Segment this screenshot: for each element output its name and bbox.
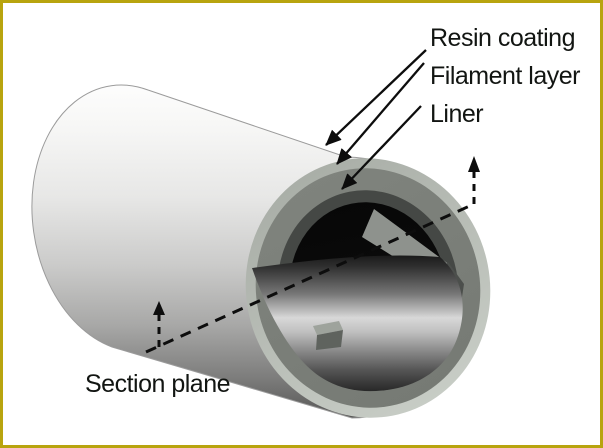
section-plane-left-arrowhead: [153, 301, 165, 315]
liner-label: Liner: [430, 100, 483, 128]
notch-step-ledge: [313, 321, 343, 335]
section-plane-label: Section plane: [85, 370, 230, 398]
section-plane-right-arrowhead: [468, 156, 480, 172]
resin-coating-label: Resin coating: [430, 24, 575, 52]
bore-interior-surface: [252, 255, 463, 392]
filament-layer-label: Filament layer: [430, 62, 580, 90]
filament-layer-arrow: [336, 62, 425, 165]
notch-step-face: [316, 330, 343, 350]
section-plane-dashed-line: [145, 202, 475, 354]
liner-arrow: [341, 105, 422, 190]
resin-coating-arrow: [325, 49, 427, 146]
